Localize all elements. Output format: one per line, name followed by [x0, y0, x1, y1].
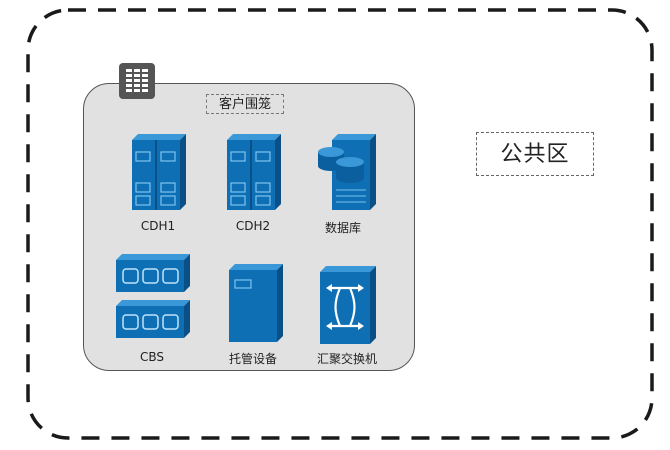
device-label-database: 数据库	[324, 221, 361, 235]
block-storage-icon	[116, 254, 190, 338]
device-label-cdh2: CDH2	[235, 219, 271, 233]
device-label-cdh1: CDH1	[140, 219, 176, 233]
customer-cage-label: 客户围笼	[206, 94, 284, 114]
hosted-server-icon	[229, 264, 283, 342]
dedicated-host-icon	[227, 134, 281, 210]
aggregation-switch-icon	[320, 266, 376, 344]
public-zone-label: 公共区	[476, 132, 594, 176]
device-label-hosted-device: 托管设备	[228, 352, 277, 366]
database-server-icon	[318, 134, 376, 210]
device-label-aggregation-switch: 汇聚交换机	[316, 352, 377, 366]
server-rack-icon	[119, 63, 155, 99]
dedicated-host-icon	[132, 134, 186, 210]
device-label-cbs: CBS	[139, 350, 165, 364]
